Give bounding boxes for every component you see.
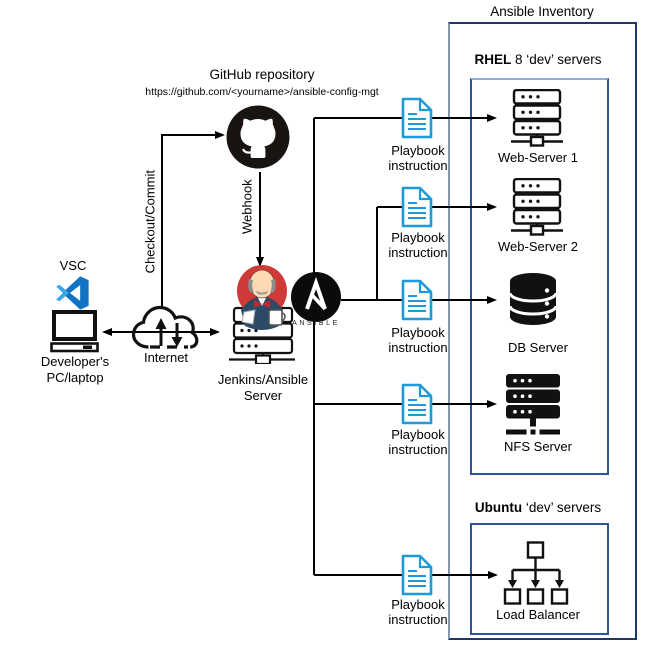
internet-cloud-icon (130, 302, 200, 354)
jenkins-label-line1: Jenkins/Ansible (217, 372, 309, 387)
web-server-1-label: Web-Server 1 (498, 150, 578, 165)
playbook-icon-3 (401, 279, 433, 321)
jenkins-icon (222, 264, 300, 366)
rhel-group-name: RHEL (474, 52, 512, 67)
playbook-icon-2 (401, 186, 433, 228)
web-server-1-icon (507, 88, 565, 147)
rhel-servers-box (470, 78, 609, 475)
vscode-icon (56, 276, 90, 310)
ansible-wordmark: ANSIBLE (292, 320, 340, 327)
playbook-icon-1 (401, 97, 433, 139)
internet-label: Internet (143, 350, 189, 365)
db-server-icon (508, 272, 558, 334)
github-icon (226, 105, 290, 169)
jenkins-label-line2: Server (243, 388, 283, 403)
ubuntu-group-suffix: ‘dev’ servers (522, 500, 602, 515)
vsc-label: VSC (59, 258, 87, 273)
rhel-group-suffix: 8 ‘dev’ servers (511, 52, 602, 67)
playbook-icon-4 (401, 383, 433, 425)
checkout-commit-label: Checkout/Commit (142, 170, 158, 274)
developer-label-line2: PC/laptop (46, 370, 104, 385)
playbook-icon-5 (401, 554, 433, 596)
github-title: GitHub repository (209, 67, 315, 82)
load-balancer-label: Load Balancer (496, 607, 580, 622)
webhook-label: Webhook (239, 179, 255, 235)
rhel-group-title: RHEL 8 ‘dev’ servers (470, 52, 606, 68)
checkout-commit-line (161, 131, 225, 307)
github-url: https://github.com/<yourname>/ansible-co… (145, 86, 379, 98)
nfs-server-label: NFS Server (504, 439, 572, 454)
ansible-icon (290, 271, 342, 323)
db-server-label: DB Server (508, 340, 568, 355)
ubuntu-group-title: Ubuntu ‘dev’ servers (470, 500, 606, 516)
web-server-2-label: Web-Server 2 (498, 239, 578, 254)
laptop-icon (50, 310, 100, 354)
web-server-2-icon (507, 177, 565, 236)
inventory-title: Ansible Inventory (490, 4, 594, 19)
ubuntu-group-name: Ubuntu (474, 500, 523, 515)
load-balancer-icon (502, 541, 570, 605)
developer-label-line1: Developer's (40, 354, 110, 369)
ubuntu-servers-box (470, 523, 609, 635)
ansible-inventory-box (448, 22, 637, 640)
nfs-server-icon (506, 374, 560, 436)
